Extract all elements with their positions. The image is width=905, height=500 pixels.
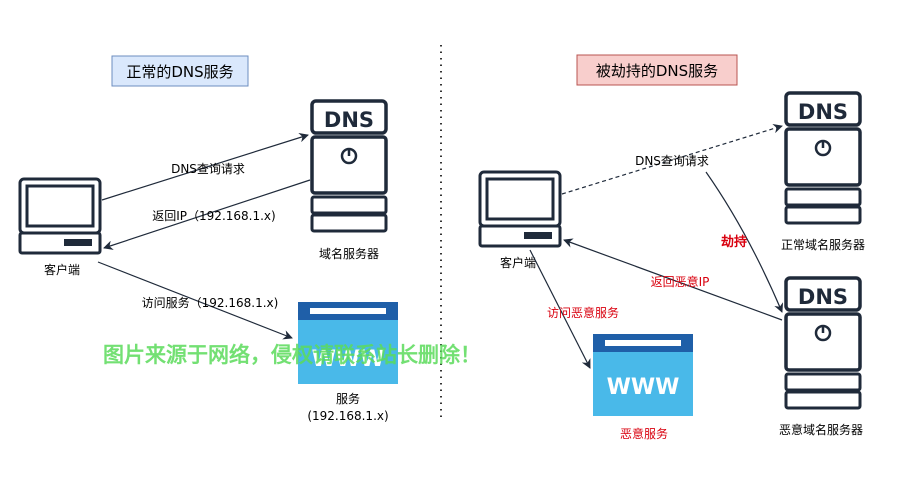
right-title-box bbox=[576, 54, 738, 86]
left-client-label: 客户端 bbox=[44, 262, 80, 277]
right-hijack-arrow bbox=[705, 171, 784, 313]
right-visit-arrow bbox=[529, 249, 591, 369]
right-reply-label: 返回恶意IP bbox=[651, 274, 710, 289]
left-title-box bbox=[111, 55, 249, 87]
left-server-label: 服务 bbox=[336, 391, 360, 406]
left-client-computer-icon bbox=[18, 177, 102, 255]
left-dns-text: DNS bbox=[324, 108, 374, 132]
right-normal-dns-label: 正常域名服务器 bbox=[781, 237, 865, 252]
right-evil-dns-text: DNS bbox=[798, 285, 848, 309]
right-client-label: 客户端 bbox=[500, 255, 536, 270]
right-visit-label: 访问恶意服务 bbox=[547, 305, 619, 320]
left-server-ip: (192.168.1.x) bbox=[307, 409, 388, 423]
watermark-text: 图片来源于网络，侵权请联系站长删除！ bbox=[103, 343, 481, 367]
right-query-label: DNS查询请求 bbox=[635, 154, 709, 168]
left-visit-label: 访问服务（192.168.1.x) bbox=[142, 295, 279, 310]
left-dns-label: 域名服务器 bbox=[319, 246, 379, 261]
right-hijack-label: 劫持 bbox=[721, 234, 747, 250]
left-query-label: DNS查询请求 bbox=[171, 162, 245, 176]
right-evil-dns-label: 恶意域名服务器 bbox=[779, 422, 863, 437]
right-www-text: WWW bbox=[607, 375, 680, 400]
left-reply-arrow bbox=[103, 179, 311, 250]
left-visit-arrow bbox=[97, 261, 293, 340]
right-reply-arrow bbox=[563, 238, 783, 321]
left-title: 正常的DNS服务 bbox=[126, 63, 233, 81]
right-evil-server-label: 恶意服务 bbox=[620, 426, 668, 441]
right-normal-dns-text: DNS bbox=[798, 100, 848, 124]
right-client-computer-icon bbox=[478, 170, 562, 248]
left-reply-label: 返回IP（192.168.1.x) bbox=[152, 209, 275, 223]
right-title: 被劫持的DNS服务 bbox=[596, 62, 718, 80]
right-query-arrow bbox=[561, 123, 783, 195]
left-www-text: WWW bbox=[312, 347, 385, 372]
left-query-arrow bbox=[101, 133, 309, 201]
